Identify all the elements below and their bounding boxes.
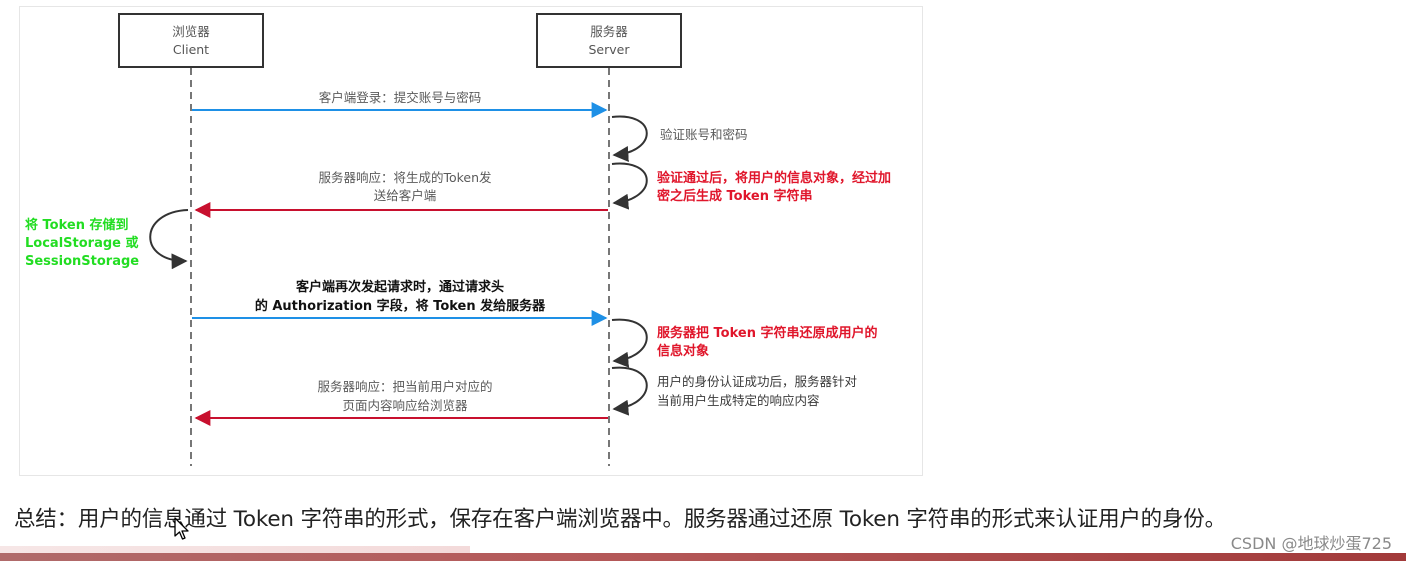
bottom-progress-track — [0, 546, 470, 554]
store-token-line2: LocalStorage 或 — [25, 235, 139, 251]
auth-success-line1: 用户的身份认证成功后，服务器针对 — [657, 374, 857, 389]
self-loop-verify-label: 验证账号和密码 — [660, 127, 748, 142]
client-box-subtitle: Client — [173, 42, 209, 57]
self-loop-auth-success: 用户的身份认证成功后，服务器针对 当前用户生成特定的响应内容 — [611, 366, 857, 416]
self-loop-store-token: 将 Token 存储到 LocalStorage 或 SessionStorag… — [25, 209, 189, 270]
message-login: 客户端登录：提交账号与密码 — [192, 90, 608, 118]
server-box-subtitle: Server — [589, 42, 631, 57]
summary-text: 总结：用户的信息通过 Token 字符串的形式，保存在客户端浏览器中。服务器通过… — [14, 507, 1226, 532]
self-loop-verify: 验证账号和密码 — [611, 115, 748, 162]
page-response-line1: 服务器响应：把当前用户对应的 — [317, 379, 492, 394]
page-response-line2: 页面内容响应给浏览器 — [342, 398, 468, 413]
message-page-response: 服务器响应：把当前用户对应的 页面内容响应给浏览器 — [194, 379, 608, 426]
generate-token-line2: 密之后生成 Token 字符串 — [656, 188, 813, 204]
self-loop-restore-token: 服务器把 Token 字符串还原成用户的 信息对象 — [611, 318, 878, 368]
auth-request-line2: 的 Authorization 字段，将 Token 发给服务器 — [255, 298, 546, 314]
generate-token-line1: 验证通过后，将用户的信息对象，经过加 — [657, 170, 891, 186]
auth-request-line1: 客户端再次发起请求时，通过请求头 — [296, 279, 504, 295]
store-token-line1: 将 Token 存储到 — [25, 217, 129, 233]
token-response-line2: 送给客户端 — [374, 188, 437, 203]
server-box: 服务器 Server — [536, 13, 682, 68]
sequence-diagram: 浏览器 Client 服务器 Server 客户端登录：提交账号与密码 验证账号… — [25, 13, 891, 466]
self-loop-generate-token: 验证通过后，将用户的信息对象，经过加 密之后生成 Token 字符串 — [611, 162, 891, 210]
restore-token-line1: 服务器把 Token 字符串还原成用户的 — [657, 325, 878, 341]
client-box-title: 浏览器 — [172, 24, 210, 39]
mouse-pointer-icon — [174, 517, 189, 540]
store-token-line3: SessionStorage — [25, 254, 139, 269]
message-login-label: 客户端登录：提交账号与密码 — [319, 90, 482, 105]
message-auth-request: 客户端再次发起请求时，通过请求头 的 Authorization 字段，将 To… — [192, 279, 608, 326]
watermark: CSDN @地球炒蛋725 — [1230, 534, 1392, 553]
diagram-frame — [19, 6, 923, 476]
client-box: 浏览器 Client — [118, 13, 264, 68]
auth-success-line2: 当前用户生成特定的响应内容 — [657, 393, 820, 408]
token-response-line1: 服务器响应：将生成的Token发 — [318, 170, 492, 185]
message-token-response: 服务器响应：将生成的Token发 送给客户端 — [194, 170, 608, 218]
server-box-title: 服务器 — [590, 24, 628, 39]
restore-token-line2: 信息对象 — [657, 343, 709, 359]
bottom-strip — [0, 553, 1406, 561]
